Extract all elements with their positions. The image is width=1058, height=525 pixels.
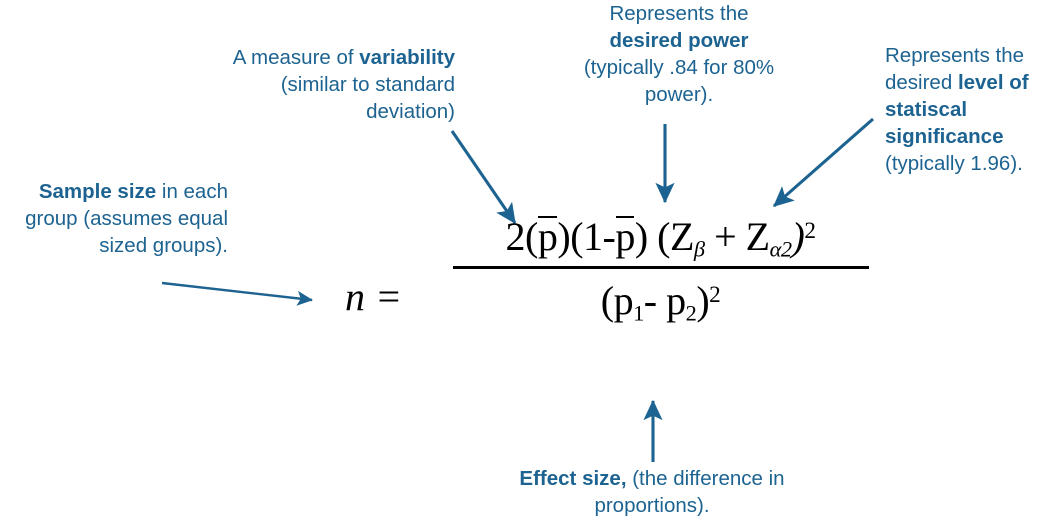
annotation-desired-power-rest: (typically .84 for 80% power).	[583, 29, 780, 107]
annotation-variability-pre: A measure of	[232, 46, 360, 69]
annotation-effect-size-bold: Effect size,	[519, 467, 627, 490]
fraction-bar	[452, 265, 869, 269]
annotation-effect-size: Effect size, (the difference in proporti…	[497, 465, 807, 519]
annotation-effect-size-rest: (the difference in proportions).	[594, 467, 791, 518]
annotation-desired-power: Represents the desired power (typically …	[575, 0, 783, 108]
denominator-exponent: 2	[709, 281, 721, 308]
fraction: 2(p)(1-p) (Zβ + Zα2)2 (p1- p2)2	[436, 214, 885, 326]
equation-row: n = 2(p)(1-p) (Zβ + Zα2)2 (p1- p2)2	[345, 214, 885, 326]
numerator-coefficient: 2	[505, 214, 526, 259]
formula: n = 2(p)(1-p) (Zβ + Zα2)2 (p1- p2)2	[345, 214, 885, 326]
denominator-minus: -	[643, 277, 657, 323]
denominator-sub1: 1	[633, 300, 644, 326]
denominator-p1: p	[613, 277, 634, 323]
annotation-significance-rest: (typically 1.96).	[885, 125, 1023, 176]
annotation-desired-power-bold: desired power	[609, 29, 749, 53]
annotation-statistical-significance: Represents the desired level of statisca…	[885, 42, 1058, 177]
z-alpha-symbol: Z	[745, 214, 770, 259]
arrow-significance	[772, 117, 875, 208]
annotation-variability-rest: (similar to standard deviation)	[280, 46, 461, 124]
fraction-denominator: (p1- p2)2	[600, 277, 721, 326]
annotation-sample-size-bold: Sample size	[38, 180, 157, 203]
annotation-sample-size: Sample size in each group (assumes equal…	[0, 178, 228, 259]
p-bar-second: p	[615, 214, 635, 259]
z-power-subscript: β	[693, 236, 705, 262]
z-power-symbol: Z	[669, 214, 694, 259]
annotation-variability-bold: variability	[359, 46, 455, 69]
numerator-one-minus: 1-	[583, 214, 616, 259]
numerator-exponent: 2	[804, 217, 816, 244]
annotation-desired-power-pre: Represents the	[609, 2, 755, 25]
annotation-variability: A measure of variability (similar to sta…	[205, 44, 455, 125]
denominator-sub2: 2	[685, 300, 697, 326]
arrow-variability	[450, 130, 517, 225]
denominator-p2: p	[666, 277, 686, 323]
arrow-sample-size	[161, 281, 313, 306]
z-alpha-subscript: α2	[769, 236, 792, 262]
annotation-sample-size-rest: in each group (assumes equal sized group…	[25, 180, 234, 258]
formula-left-hand-side: n =	[345, 274, 402, 320]
annotation-significance-pre: Represents the desired	[885, 44, 1030, 95]
p-bar-first: p	[537, 214, 558, 259]
numerator-plus: +	[714, 214, 737, 259]
fraction-numerator: 2(p)(1-p) (Zβ + Zα2)2	[505, 214, 816, 262]
numerator-close-paren: )	[791, 214, 805, 259]
annotation-significance-bold: level of statiscal significance	[885, 71, 1035, 149]
